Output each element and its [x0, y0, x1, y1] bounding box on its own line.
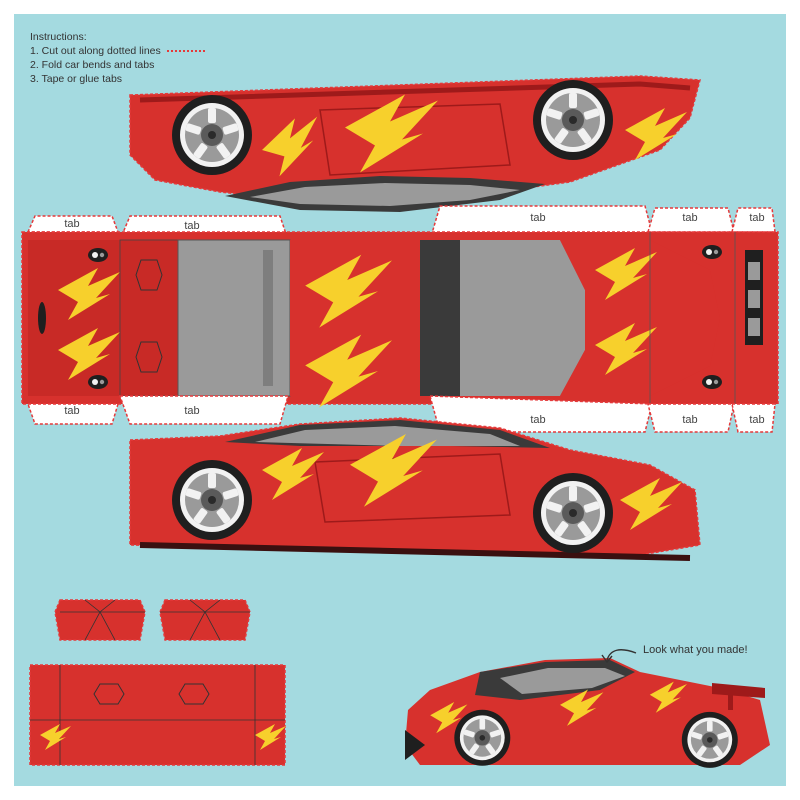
- instruction-step: 1. Cut out along dotted lines: [30, 44, 205, 58]
- instruction-step: 2. Fold car bends and tabs: [30, 59, 155, 71]
- rear-panel-piece: [29, 664, 286, 766]
- wheel-icon: [681, 711, 738, 768]
- wheel-icon: [454, 709, 511, 766]
- wheel-icon: [172, 95, 252, 175]
- tab-label: tab: [749, 414, 765, 426]
- wheel-icon: [172, 460, 252, 540]
- look-what-you-made-caption: Look what you made!: [643, 644, 748, 656]
- headlight-icon: [88, 375, 108, 389]
- wheel-icon: [533, 80, 613, 160]
- tab-label: tab: [682, 212, 698, 224]
- side-panel-top: [129, 75, 701, 212]
- curved-arrow-icon: [606, 649, 637, 661]
- headlight-icon: [88, 248, 108, 262]
- tab-label: tab: [184, 405, 200, 417]
- center-strip: [21, 231, 779, 408]
- tab-label: tab: [530, 414, 546, 426]
- tab-label: tab: [184, 220, 200, 232]
- tab-label: tab: [682, 414, 698, 426]
- assembled-car-illustration: [405, 658, 770, 768]
- headlight-icon: [702, 375, 722, 389]
- tab-label: tab: [530, 212, 546, 224]
- spoiler-piece-left: [54, 599, 146, 641]
- curved-arrow-icon: [601, 654, 613, 664]
- spoiler-piece-right: [159, 599, 251, 641]
- tab-label: tab: [64, 405, 80, 417]
- headlight-icon: [702, 245, 722, 259]
- dotted-line-icon: [166, 50, 205, 53]
- side-panel-bottom: [129, 417, 701, 561]
- tab-label: tab: [749, 212, 765, 224]
- instructions-heading: Instructions:: [30, 31, 87, 43]
- bottom-tab-strip: [26, 395, 776, 433]
- instruction-step: 3. Tape or glue tabs: [30, 73, 123, 85]
- wheel-icon: [533, 473, 613, 553]
- instructions-block: Instructions: 1. Cut out along dotted li…: [30, 30, 205, 86]
- tab-label: tab: [64, 218, 80, 230]
